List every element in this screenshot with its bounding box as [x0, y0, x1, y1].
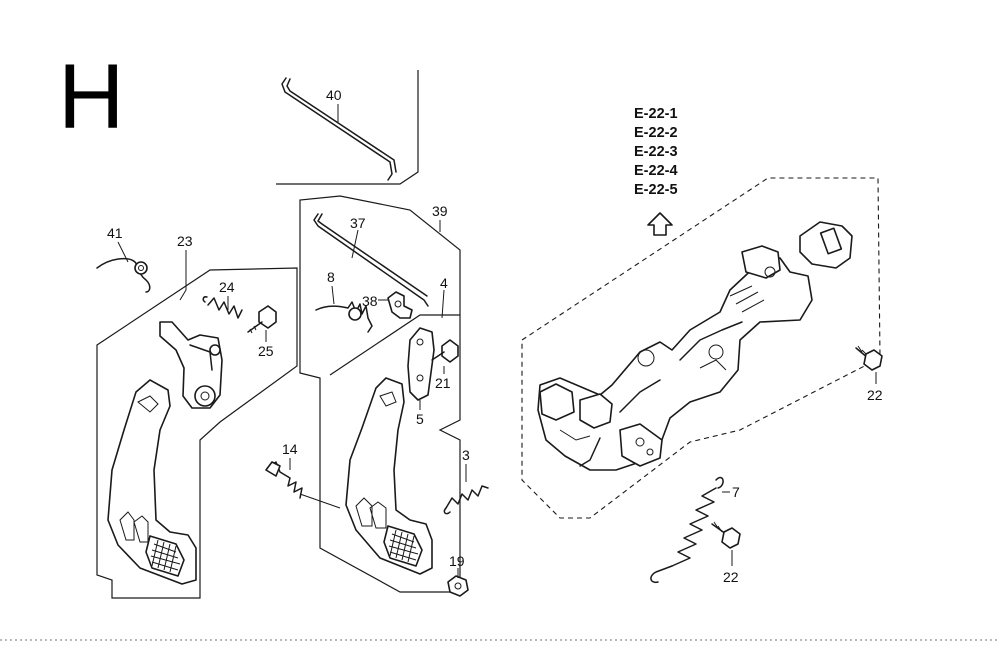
- callout-22-upper: 22: [867, 387, 883, 403]
- leader-lines: [117, 104, 877, 578]
- part-3-spring: [443, 485, 489, 515]
- part-21-bolt: [431, 339, 459, 363]
- up-arrow-icon: [647, 212, 673, 236]
- callout-14: 14: [282, 441, 298, 457]
- callout-4: 4: [440, 275, 448, 291]
- part-37-rod: [313, 213, 429, 307]
- assembly-dashed-outline: [521, 177, 881, 519]
- reference-codes: E-22-1 E-22-2 E-22-3 E-22-4 E-22-5: [634, 106, 678, 198]
- callout-41: 41: [107, 225, 123, 241]
- reference-code: E-22-5: [634, 182, 678, 198]
- callout-labels: 40 41 23 24 25 37 39 8 38 4 21 5 14 3 19…: [107, 87, 883, 585]
- part-38-clip: [387, 291, 413, 319]
- pedal-left: [107, 379, 197, 585]
- group-outline-23: [96, 267, 298, 599]
- callout-24: 24: [219, 279, 235, 295]
- part-24-spring: [202, 296, 243, 319]
- reference-code: E-22-3: [634, 144, 678, 160]
- part-14-spring: [265, 461, 341, 509]
- part-19-nut: [447, 575, 469, 597]
- reference-code: E-22-4: [634, 163, 678, 179]
- callout-23: 23: [177, 233, 193, 249]
- pedal-center: [345, 377, 433, 575]
- group-outline-40: [276, 70, 419, 185]
- part-23-lever: [159, 321, 223, 409]
- reference-code: E-22-1: [634, 106, 678, 122]
- part-8-spring: [315, 301, 373, 333]
- callout-3: 3: [462, 447, 470, 463]
- callout-19: 19: [449, 553, 465, 569]
- callout-5: 5: [416, 411, 424, 427]
- part-22-bolt-lower: [711, 521, 741, 549]
- part-7-spring: [650, 476, 724, 584]
- part-22-bolt-upper: [855, 345, 883, 371]
- section-letter: H: [58, 46, 124, 148]
- callout-8: 8: [327, 269, 335, 285]
- callout-39: 39: [432, 203, 448, 219]
- group-outline-39: [299, 195, 461, 593]
- part-41-spring-clip: [96, 257, 151, 293]
- part-4-plate: [407, 327, 435, 401]
- reference-code: E-22-2: [634, 125, 678, 141]
- callout-25: 25: [258, 343, 274, 359]
- callout-40: 40: [326, 87, 342, 103]
- callout-38: 38: [362, 293, 378, 309]
- callout-37: 37: [350, 215, 366, 231]
- callout-22-lower: 22: [723, 569, 739, 585]
- group-outline-4: [329, 314, 460, 376]
- callout-7: 7: [732, 484, 740, 500]
- part-40-rod: [281, 77, 397, 181]
- callout-21: 21: [435, 375, 451, 391]
- part-25-bolt: [247, 305, 277, 334]
- control-assembly: [537, 221, 853, 471]
